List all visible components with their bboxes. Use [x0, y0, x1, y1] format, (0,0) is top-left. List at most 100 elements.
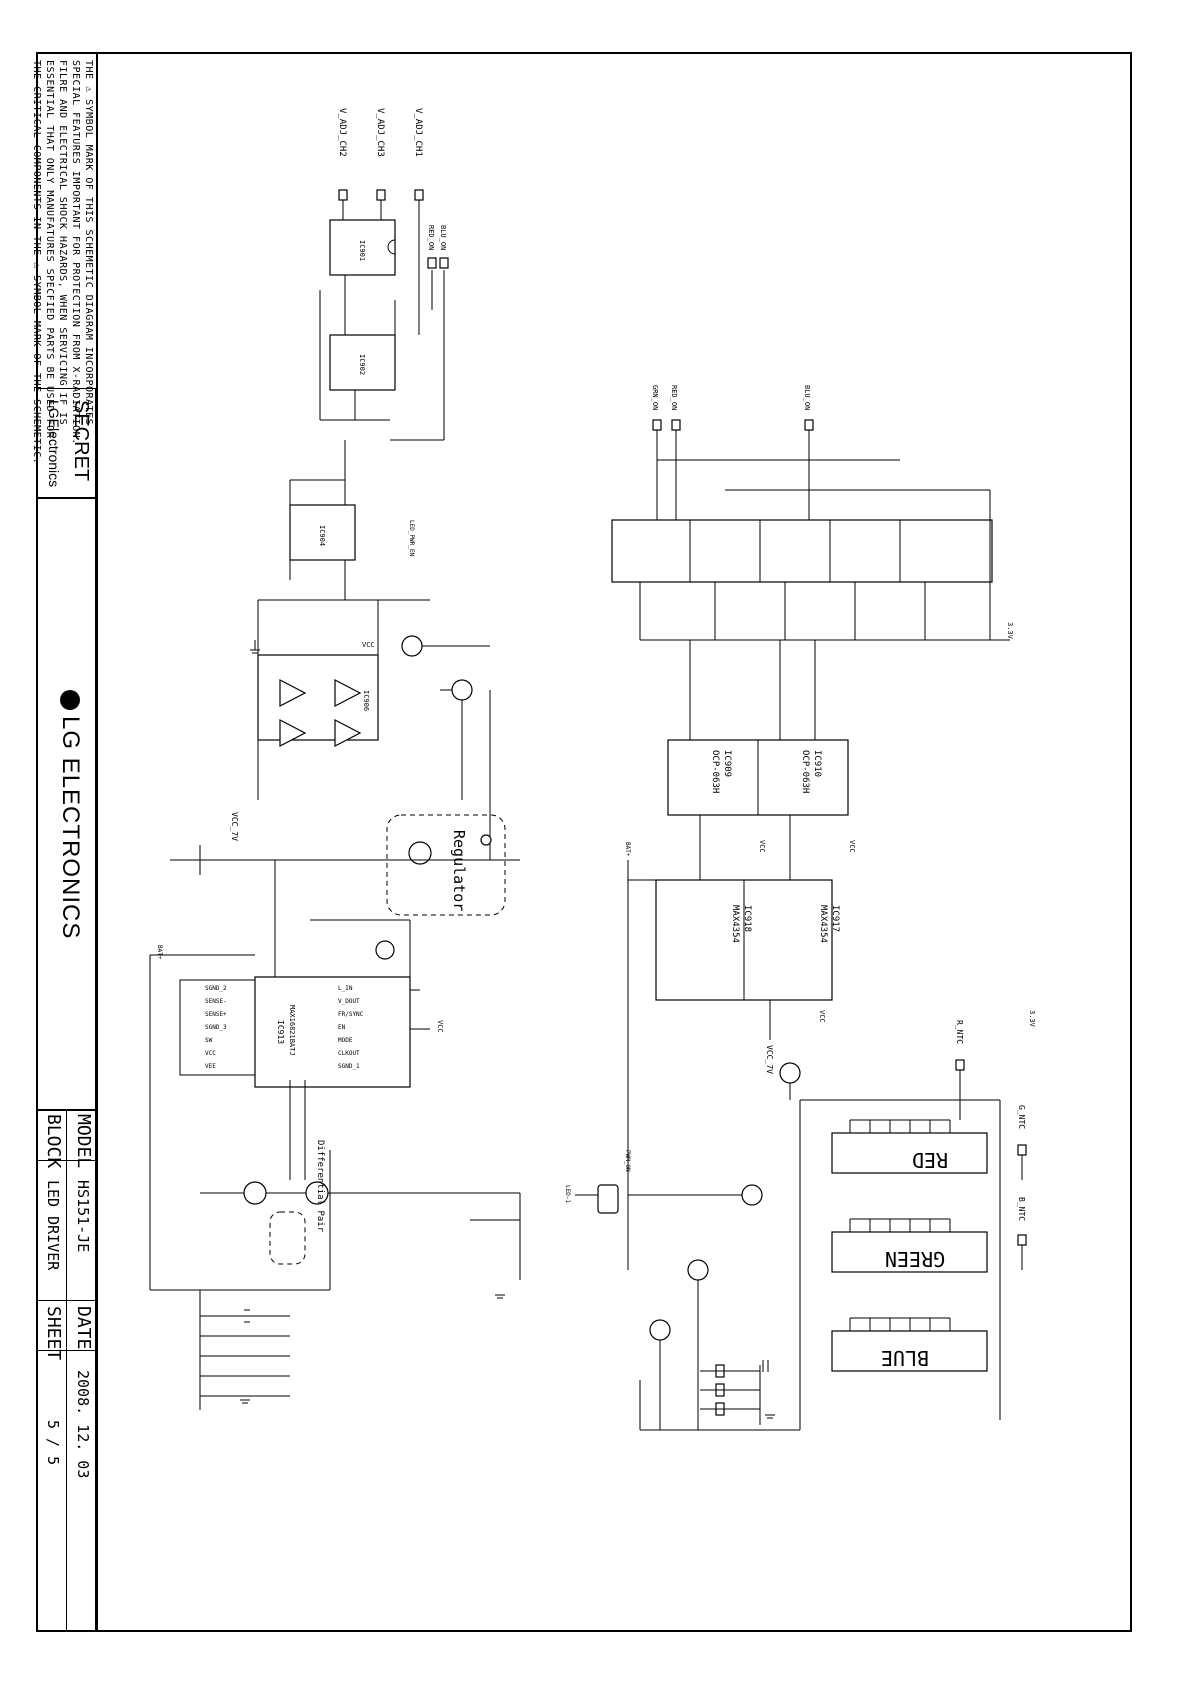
transistor-q906 — [451, 679, 473, 701]
led-blue-label: BLUE — [881, 1346, 929, 1370]
ic902-label: IC902 — [358, 354, 366, 375]
pin-label: V_DOUT — [338, 998, 360, 1005]
mosfet-q917 — [779, 1062, 801, 1084]
mosfet-q920 — [649, 1319, 671, 1341]
mosfet-q919 — [687, 1259, 709, 1281]
net-vcc-max: VCC — [818, 1010, 826, 1023]
regulator-outline — [386, 814, 506, 916]
info-rule-2 — [36, 1300, 96, 1301]
led-connector-red — [831, 1132, 988, 1174]
mosfet-q918 — [741, 1184, 763, 1206]
transistor-q909 — [375, 940, 395, 960]
tag-pwm-on: PWM_ON — [624, 1150, 631, 1172]
ic913-body — [254, 976, 411, 1088]
tag-led-1: LED-1 — [564, 1185, 571, 1203]
transistor-q905 — [401, 635, 423, 657]
pin-label: SENSE- — [205, 998, 227, 1005]
net-led-pwr: LED_PWR_EN — [408, 520, 415, 557]
net-vcc-1: VCC — [362, 641, 375, 649]
input-net-terminals — [338, 189, 449, 269]
title-column-divider — [96, 52, 98, 1632]
brand-box — [36, 498, 96, 1110]
output-capacitor-bank — [199, 1290, 290, 1410]
ic904-body — [289, 504, 356, 561]
net-grn-on: GRN_ON — [651, 385, 659, 410]
regulator-label: Regulator — [450, 830, 468, 911]
led-connector-pins — [849, 1119, 951, 1331]
ic918-label: IC918 — [742, 905, 752, 932]
inductor-outline — [269, 1211, 306, 1265]
node-q908 — [480, 834, 492, 846]
pin-label: MODE — [338, 1037, 353, 1044]
pin-label: SW — [205, 1037, 213, 1044]
ic910-part: OCP-063H — [800, 750, 810, 793]
on-terminals — [652, 419, 991, 640]
net-vcc-ic913: VCC — [436, 1020, 444, 1033]
ic901-label: IC901 — [358, 240, 366, 261]
ic913-part: MAX16821BATJ — [288, 1005, 296, 1056]
ic917-part: MAX4354 — [818, 905, 828, 943]
net-bat-right: BAT+ — [624, 842, 631, 857]
net-b-ntc: B_NTC — [1017, 1197, 1026, 1221]
led-green-label: GREEN — [885, 1247, 945, 1271]
pwm-switch — [597, 1184, 619, 1214]
ic906-body — [257, 654, 379, 741]
led-connector-green — [831, 1231, 988, 1273]
net-3v3-right: 3.3V — [1006, 622, 1014, 640]
led-red-label: RED — [912, 1148, 948, 1172]
pin-label: EN — [338, 1024, 346, 1031]
opamp-c — [279, 719, 307, 747]
net-bat-ic913: BAT+ — [156, 945, 163, 960]
ic909-label: IC909 — [722, 750, 732, 777]
pin-label: VEE — [205, 1063, 216, 1070]
net-v-adj-ch2: V_ADJ_CH2 — [337, 108, 347, 157]
diff-pair-label: Differential Pair — [315, 1140, 325, 1233]
pin-label: CLKOUT — [338, 1050, 360, 1057]
info-split — [66, 1110, 67, 1632]
ic913-pins-right: SGND_2 SENSE- SENSE+ SGND_3 SW VCC VEE — [205, 985, 227, 1070]
info-rule-1 — [36, 1160, 96, 1161]
secret-box — [36, 388, 96, 498]
opamp-d — [334, 719, 362, 747]
pin-label: SGND_3 — [205, 1024, 227, 1031]
sense-resistor-strip — [700, 1360, 769, 1425]
ic-comparator-row — [611, 519, 993, 583]
led-connector-blue — [831, 1330, 988, 1372]
net-vcc-ocp-2: VCC — [848, 840, 856, 853]
pin-label: SENSE+ — [205, 1011, 227, 1018]
ic909-part: OCP-063H — [710, 750, 720, 793]
ic906-label: IC906 — [362, 690, 370, 711]
ic901-body — [329, 219, 396, 276]
drawing-frame — [36, 52, 1132, 1632]
opamp-b — [334, 679, 362, 707]
net-3v3-led: 3.3V — [1028, 1010, 1036, 1028]
net-blu-on-2: BLU_ON — [803, 385, 811, 410]
net-vcc-ocp-1: VCC — [758, 840, 766, 853]
net-blu-on: BLU_ON — [439, 225, 447, 250]
pin-label: SGND_2 — [205, 985, 227, 992]
ic910-label: IC910 — [812, 750, 822, 777]
transistor-q907 — [408, 841, 432, 865]
net-vcc-7v-left: VCC_7V — [230, 812, 239, 841]
pin-label: SGND_1 — [338, 1063, 360, 1070]
ic913-pins-left: L_IN V_DOUT FR/SYNC EN MODE CLKOUT SGND_… — [338, 985, 364, 1070]
net-g-ntc: G_NTC — [1017, 1105, 1026, 1129]
net-r-ntc: R_NTC — [955, 1020, 964, 1044]
ic902-body — [329, 334, 396, 391]
info-rule-3 — [36, 1350, 96, 1351]
net-vcc-7v-right: VCC_7V — [765, 1045, 774, 1074]
net-v-adj-ch3: V_ADJ_CH3 — [375, 108, 385, 157]
ground-symbols — [240, 640, 775, 1419]
net-v-adj-ch1: V_ADJ_CH1 — [413, 108, 423, 157]
ic913-label: IC913 — [276, 1020, 285, 1044]
pin-label: FR/SYNC — [338, 1011, 364, 1018]
mosfet-q911 — [243, 1181, 267, 1205]
ic917-label: IC917 — [830, 905, 840, 932]
opamp-a — [279, 679, 307, 707]
ic918-part: MAX4354 — [730, 905, 740, 943]
ic904-label: IC904 — [318, 525, 326, 546]
net-red-on-2: RED_ON — [670, 385, 678, 410]
pin-label: L_IN — [338, 985, 353, 992]
